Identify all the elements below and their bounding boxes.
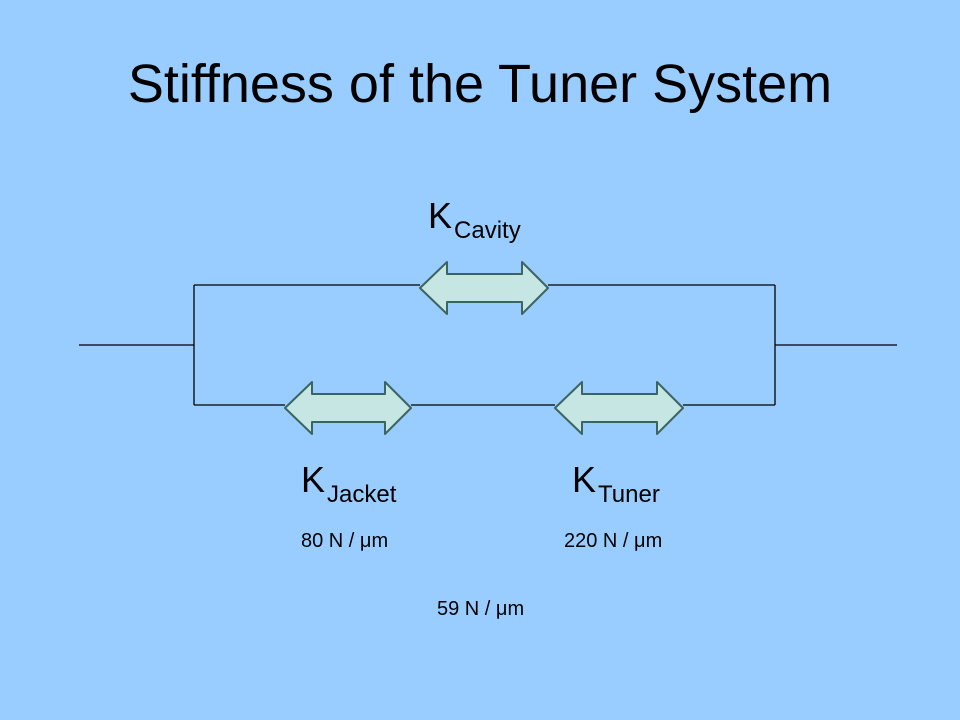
tuner-spring-arrow-icon xyxy=(554,381,684,435)
jacket-stiffness-value: 80 N / μm xyxy=(301,530,389,552)
total-stiffness-value: 59 N / μm xyxy=(437,598,525,620)
circuit-wires xyxy=(79,284,897,406)
cavity-spring-arrow-icon xyxy=(419,261,549,315)
jacket-spring-arrow-icon xyxy=(284,381,412,435)
k-tuner-subscript: Tuner xyxy=(598,481,660,508)
tuner-stiffness-value: 220 N / μm xyxy=(564,530,663,552)
k-cavity-label: KCavity xyxy=(428,195,521,243)
k-cavity-subscript: Cavity xyxy=(454,217,521,244)
k-jacket-subscript: Jacket xyxy=(327,481,397,508)
page-title: Stiffness of the Tuner System xyxy=(127,54,833,114)
k-cavity-symbol: K xyxy=(428,195,453,236)
k-tuner-symbol: K xyxy=(572,459,597,500)
k-tuner-label: KTuner xyxy=(572,459,660,507)
k-jacket-label: KJacket xyxy=(301,459,396,507)
k-jacket-symbol: K xyxy=(301,459,326,500)
